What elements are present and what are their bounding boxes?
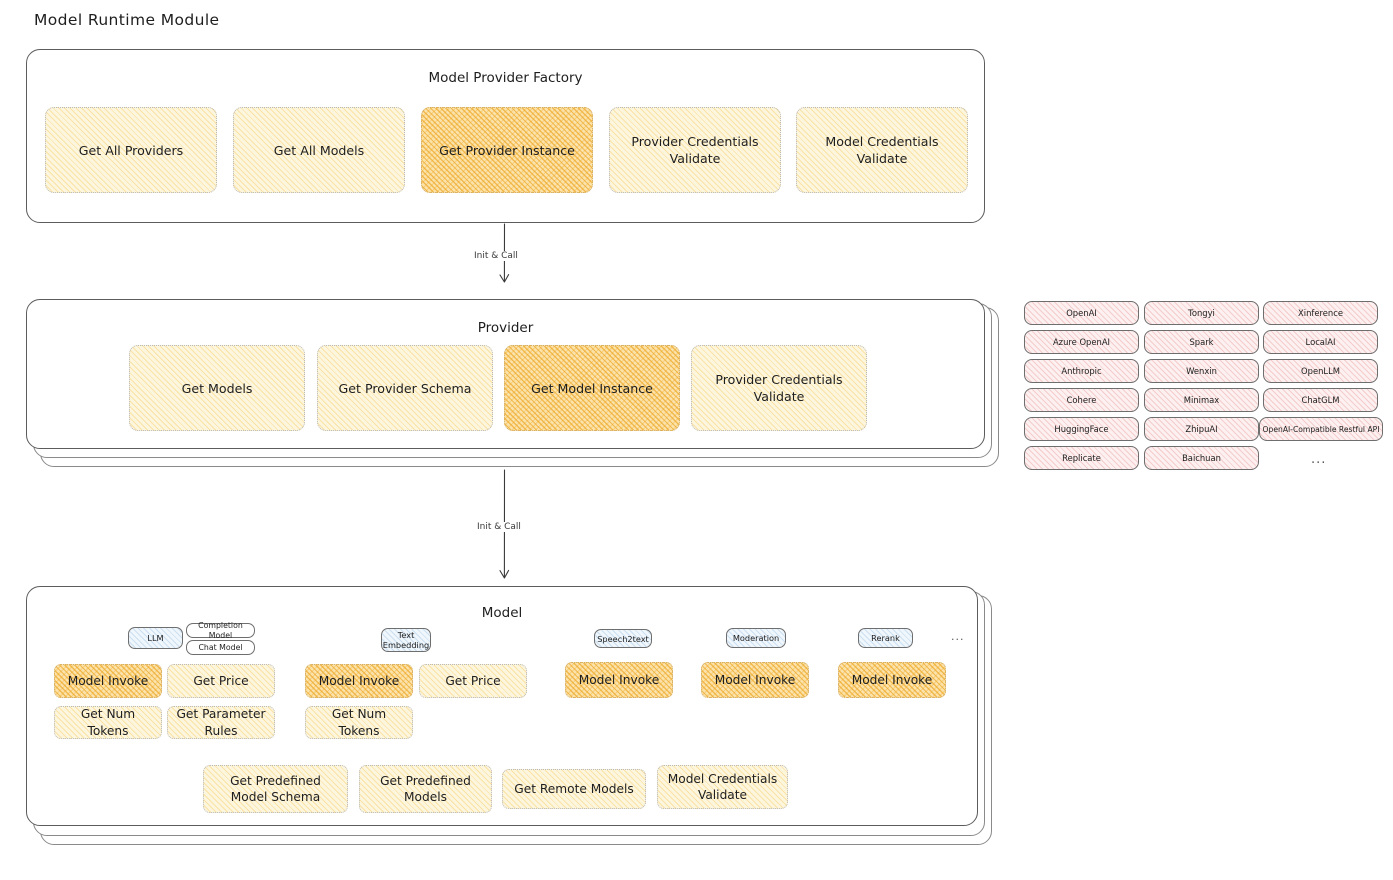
model-common-node-get-predefined-models[interactable]: Get Predefined Models xyxy=(359,765,492,813)
provider-chip-cohere[interactable]: Cohere xyxy=(1024,388,1139,412)
factory-node-model-credentials-validate[interactable]: Model Credentials Validate xyxy=(796,107,968,193)
arrow-label-init-call-1: Init & Call xyxy=(470,251,522,261)
provider-chip-openllm[interactable]: OpenLLM xyxy=(1263,359,1378,383)
provider-chip-baichuan[interactable]: Baichuan xyxy=(1144,446,1259,470)
provider-chip-tongyi[interactable]: Tongyi xyxy=(1144,301,1259,325)
provider-node-get-model-instance[interactable]: Get Model Instance xyxy=(504,345,680,431)
provider-chip-zhipuai[interactable]: ZhipuAI xyxy=(1144,417,1259,441)
model-common-node-get-remote-models[interactable]: Get Remote Models xyxy=(502,769,646,809)
provider-node-get-models[interactable]: Get Models xyxy=(129,345,305,431)
model-type-tag-rerank[interactable]: Rerank xyxy=(858,628,913,648)
provider-chip-minimax[interactable]: Minimax xyxy=(1144,388,1259,412)
model-text-embedding-node-get-num-tokens[interactable]: Get Num Tokens xyxy=(305,706,413,739)
provider-chip-xinference[interactable]: Xinference xyxy=(1263,301,1378,325)
model-llm-node-get-price[interactable]: Get Price xyxy=(167,664,275,698)
model-moderation-node-model-invoke[interactable]: Model Invoke xyxy=(701,662,809,698)
arrow-label-init-call-2: Init & Call xyxy=(473,522,525,532)
provider-chip-wenxin[interactable]: Wenxin xyxy=(1144,359,1259,383)
model-llm-node-get-parameter-rules[interactable]: Get Parameter Rules xyxy=(167,706,275,739)
provider-chip-spark[interactable]: Spark xyxy=(1144,330,1259,354)
model-type-tag-text-embedding[interactable]: Text Embedding xyxy=(381,628,431,652)
factory-node-get-provider-instance[interactable]: Get Provider Instance xyxy=(421,107,593,193)
model-common-node-model-credentials-validate[interactable]: Model Credentials Validate xyxy=(657,765,788,809)
model-rerank-node-model-invoke[interactable]: Model Invoke xyxy=(838,662,946,698)
provider-chip-chatglm[interactable]: ChatGLM xyxy=(1263,388,1378,412)
model-text-embedding-node-get-price[interactable]: Get Price xyxy=(419,664,527,698)
page-title: Model Runtime Module xyxy=(34,11,220,29)
provider-node-provider-credentials-validate[interactable]: Provider Credentials Validate xyxy=(691,345,867,431)
model-title: Model xyxy=(481,605,523,621)
model-text-embedding-node-model-invoke[interactable]: Model Invoke xyxy=(305,664,413,698)
model-type-tag-llm[interactable]: LLM xyxy=(128,627,183,649)
factory-title: Model Provider Factory xyxy=(428,70,583,86)
factory-node-get-all-providers[interactable]: Get All Providers xyxy=(45,107,217,193)
provider-chip-replicate[interactable]: Replicate xyxy=(1024,446,1139,470)
factory-node-provider-credentials-validate[interactable]: Provider Credentials Validate xyxy=(609,107,781,193)
model-llm-node-get-num-tokens[interactable]: Get Num Tokens xyxy=(54,706,162,739)
model-subtag-completion-model[interactable]: Completion Model xyxy=(186,621,255,640)
model-type-tag-speech2text[interactable]: Speech2text xyxy=(594,629,652,648)
model-speech2text-node-model-invoke[interactable]: Model Invoke xyxy=(565,662,673,698)
provider-chip-openai[interactable]: OpenAI xyxy=(1024,301,1139,325)
provider-list-more-indicator: ... xyxy=(1311,452,1327,467)
model-common-node-get-predefined-model-schema[interactable]: Get Predefined Model Schema xyxy=(203,765,348,813)
provider-chip-localai[interactable]: LocalAI xyxy=(1263,330,1378,354)
provider-node-get-provider-schema[interactable]: Get Provider Schema xyxy=(317,345,493,431)
factory-node-get-all-models[interactable]: Get All Models xyxy=(233,107,405,193)
provider-chip-azure-openai[interactable]: Azure OpenAI xyxy=(1024,330,1139,354)
model-subtag-chat-model[interactable]: Chat Model xyxy=(186,640,255,655)
provider-chip-huggingface[interactable]: HuggingFace xyxy=(1024,417,1139,441)
model-types-more-indicator: ... xyxy=(951,630,965,643)
provider-title: Provider xyxy=(477,320,534,336)
provider-chip-openai-compatible-restful-api[interactable]: OpenAI-Compatible Restful API xyxy=(1259,417,1383,441)
model-llm-node-model-invoke[interactable]: Model Invoke xyxy=(54,664,162,698)
model-type-tag-moderation[interactable]: Moderation xyxy=(726,628,786,648)
provider-chip-anthropic[interactable]: Anthropic xyxy=(1024,359,1139,383)
